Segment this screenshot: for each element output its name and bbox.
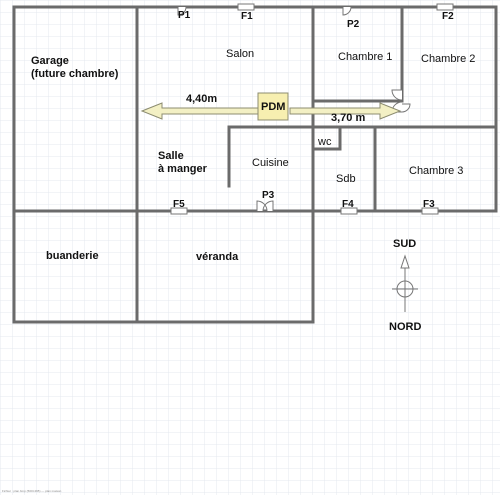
window-f1 — [237, 3, 255, 11]
doors — [177, 6, 411, 212]
room-label-salle-2: à manger — [158, 163, 208, 175]
compass-south: SUD — [393, 238, 416, 250]
room-label-garage-2: (future chambre) — [31, 68, 119, 80]
opening-label-p1: P1 — [178, 10, 191, 21]
wc-box — [311, 125, 342, 151]
measure-left: 4,40m — [186, 93, 217, 105]
room-label-salon: Salon — [226, 48, 254, 60]
arrow-right — [289, 102, 402, 120]
room-label-garage-1: Garage — [31, 55, 69, 67]
room-label-wc: wc — [317, 136, 332, 148]
door-sdb — [401, 103, 411, 113]
opening-label-f3: F3 — [423, 199, 435, 210]
door-p2 — [342, 6, 352, 16]
room-label-veranda: véranda — [196, 251, 239, 263]
opening-label-p2: P2 — [347, 19, 360, 30]
footer-credit: Fichier : plan.bmp (500×495) — plan mais… — [2, 489, 62, 493]
opening-label-f2: F2 — [442, 11, 454, 22]
compass-north: NORD — [389, 321, 421, 333]
walls — [12, 5, 498, 324]
room-label-buanderie: buanderie — [46, 250, 99, 262]
room-label-cuisine: Cuisine — [252, 157, 289, 169]
room-label-sdb: Sdb — [336, 173, 356, 185]
room-label-salle-1: Salle — [158, 150, 184, 162]
room-label-chambre2: Chambre 2 — [421, 53, 475, 65]
opening-label-f5: F5 — [173, 199, 185, 210]
window-f4 — [340, 207, 358, 215]
room-label-chambre1: Chambre 1 — [338, 51, 392, 63]
pdm-box — [257, 92, 289, 121]
pdm-label: PDM — [261, 101, 285, 113]
opening-label-p3: P3 — [262, 190, 275, 201]
window-f3 — [421, 207, 439, 215]
door-p3 — [256, 200, 274, 212]
compass-icon — [392, 254, 418, 312]
window-f5 — [170, 207, 188, 215]
opening-label-f4: F4 — [342, 199, 354, 210]
door-p1 — [177, 6, 187, 16]
door-chambre2 — [391, 89, 403, 101]
opening-label-f1: F1 — [241, 11, 253, 22]
room-label-chambre3: Chambre 3 — [409, 165, 463, 177]
windows — [170, 3, 454, 215]
measure-right: 3,70 m — [331, 112, 365, 124]
window-f2 — [436, 3, 454, 11]
